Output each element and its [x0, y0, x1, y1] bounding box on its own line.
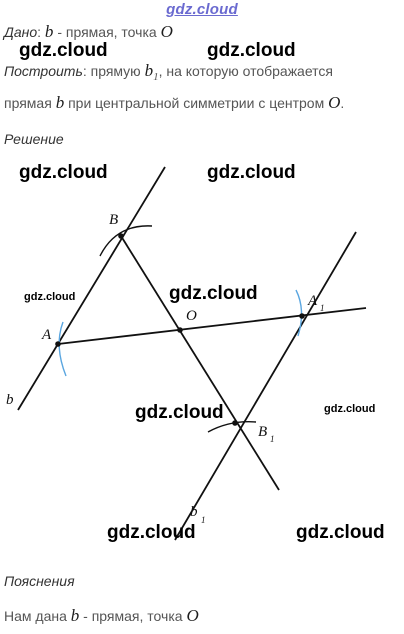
given-line-text: - прямая, точка	[57, 24, 157, 40]
watermark: gdz.cloud	[135, 402, 224, 423]
construct-end: .	[340, 95, 345, 111]
given-colon: :	[37, 24, 42, 40]
label-b: B	[109, 212, 118, 228]
line-b	[17, 166, 166, 411]
explanation-point: O	[186, 606, 199, 625]
arc-b1	[207, 421, 257, 433]
watermark: gdz.cloud	[207, 162, 296, 183]
label-line-b1: b	[190, 504, 198, 520]
explanation-text-2: - прямая, точка	[83, 608, 183, 624]
label-line-b1-sub: 1	[201, 515, 206, 525]
watermark: gdz.cloud	[107, 522, 196, 543]
arc-a	[58, 321, 67, 377]
construct-label: Построить	[4, 63, 83, 79]
watermark: gdz.cloud	[19, 162, 108, 183]
segment-b-b1	[120, 235, 280, 491]
construct-var: b	[144, 61, 154, 80]
watermark: gdz.cloud	[169, 283, 258, 304]
label-b1-sub: 1	[270, 434, 275, 444]
label-b1: B	[258, 424, 267, 440]
segment-a-a1	[57, 307, 367, 345]
construct-line-2: прямая b при центральной симметрии с цен…	[4, 93, 344, 113]
construct-var-2: b	[55, 93, 65, 112]
construct-text-3: прямая	[4, 95, 52, 111]
explanation-line: Нам дана b - прямая, точка O	[4, 606, 199, 626]
watermark-small: gdz.cloud	[24, 291, 76, 303]
point-b	[118, 233, 124, 239]
given-line: Дано: b - прямая, точка O	[4, 22, 173, 42]
construct-var-sub: 1	[153, 71, 159, 83]
point-b1	[232, 420, 238, 426]
watermark: gdz.cloud	[19, 40, 108, 61]
label-a1-sub: 1	[320, 303, 325, 313]
given-line-var: b	[44, 22, 54, 41]
construct-text-1: : прямую	[82, 63, 141, 79]
arc-a1	[295, 289, 303, 337]
watermark: gdz.cloud	[207, 40, 296, 61]
label-line-b: b	[6, 392, 14, 408]
construct-line-1: Построить: прямую b1, на которую отображ…	[4, 61, 333, 83]
label-o: O	[186, 308, 197, 324]
watermark: gdz.cloud	[296, 522, 385, 543]
point-a	[55, 341, 61, 347]
given-label: Дано	[4, 24, 38, 40]
explanation-title: Пояснения	[4, 573, 75, 589]
point-o	[177, 327, 183, 333]
label-a1: A	[307, 293, 318, 309]
line-b1	[174, 231, 357, 541]
construct-text-2: , на которую отображается	[158, 63, 334, 79]
watermark-small: gdz.cloud	[324, 403, 376, 415]
site-header-link[interactable]: gdz.cloud	[166, 1, 238, 18]
label-a: A	[41, 327, 52, 343]
arc-b	[99, 225, 153, 257]
point-a1	[299, 313, 305, 319]
given-point-var: O	[160, 22, 173, 41]
solution-title: Решение	[4, 131, 64, 147]
explanation-var: b	[70, 606, 80, 625]
explanation-text-1: Нам дана	[4, 608, 67, 624]
construct-center: O	[328, 93, 341, 112]
construct-text-4: при центральной симметрии с центром	[68, 95, 325, 111]
